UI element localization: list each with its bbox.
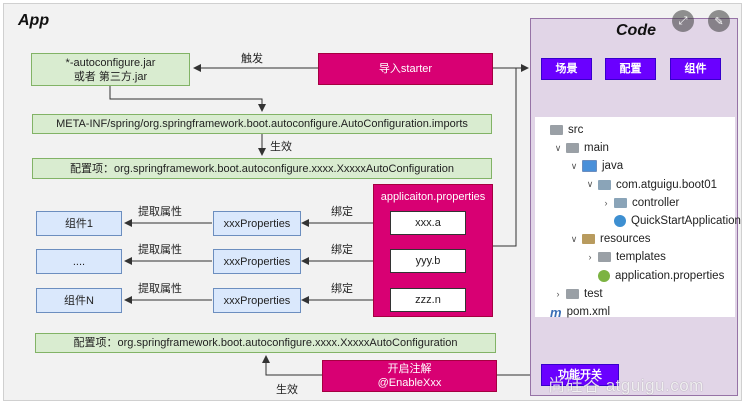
config-button[interactable]: 配置 — [605, 58, 656, 80]
folder-icon — [614, 197, 627, 208]
folder-icon — [598, 252, 611, 263]
effect-arrow-bottom — [262, 355, 322, 376]
xxx-properties-1: xxxProperties — [213, 211, 301, 236]
folder-icon — [566, 143, 579, 154]
maven-icon: m — [550, 304, 562, 320]
import-starter-node: 导入starter — [318, 53, 493, 85]
bind-label-3: 绑定 — [331, 283, 353, 295]
take-effect-label-top: 生效 — [270, 141, 292, 153]
extract-label-1: 提取属性 — [138, 206, 182, 218]
tree-item-label: application.properties — [615, 269, 725, 282]
tree-item-templates[interactable]: › templates — [585, 248, 666, 266]
tree-item-label: resources — [600, 233, 651, 246]
prop-key-1: xxx.a — [390, 211, 466, 235]
tree-item-label: controller — [632, 196, 680, 209]
xxx-properties-2: xxxProperties — [213, 249, 301, 274]
tree-item-label: java — [602, 160, 624, 173]
properties-file-icon — [598, 269, 610, 282]
tree-item-label: main — [584, 142, 609, 155]
tree-item-com-atguigu-boot01[interactable]: ∨ com.atguigu.boot01 — [585, 176, 717, 194]
component-button[interactable]: 组件 — [670, 58, 721, 80]
chevron-icon[interactable]: ∨ — [586, 179, 594, 190]
tree-item-main[interactable]: ∨ main — [553, 139, 609, 157]
folder-icon — [566, 288, 579, 299]
component-n: 组件N — [36, 288, 122, 313]
tree-item-resources[interactable]: ∨ resources — [569, 230, 651, 248]
extract-label-3: 提取属性 — [138, 283, 182, 295]
tree-item-label: QuickStartApplication — [631, 215, 741, 227]
imports-file-node: META-INF/spring/org.springframework.boot… — [32, 114, 492, 134]
chevron-icon[interactable]: ∨ — [570, 233, 578, 244]
tree-item-label: test — [584, 287, 603, 300]
application-properties-title: applicaiton.properties — [380, 191, 486, 203]
take-effect-label-bottom: 生效 — [276, 384, 298, 396]
folder-icon — [582, 234, 595, 245]
tree-item-quickstartapplication[interactable]: QuickStartApplication — [601, 212, 741, 230]
watermark: 尚硅谷 atguigu.com — [548, 376, 704, 395]
code-title: Code — [616, 22, 656, 39]
config-item-bottom: 配置项：org.springframework.boot.autoconfigu… — [35, 333, 496, 353]
scene-button[interactable]: 场景 — [541, 58, 592, 80]
tree-item-java[interactable]: ∨ java — [569, 157, 623, 175]
app-title: App — [18, 12, 50, 29]
trigger-label: 触发 — [241, 53, 263, 65]
expand-icon[interactable]: ⤢ — [672, 10, 694, 32]
chevron-icon[interactable]: › — [604, 197, 608, 208]
autoconfigure-jar-node: *-autoconfigure.jar 或者 第三方.jar — [31, 53, 190, 86]
tree-item-label: com.atguigu.boot01 — [616, 178, 718, 191]
feature-switch-button[interactable]: 功能开关 — [541, 364, 619, 386]
prop-key-3: zzz.n — [390, 288, 466, 312]
tree-item-label: src — [568, 124, 584, 136]
prop-key-2: yyy.b — [390, 249, 466, 273]
properties-to-code-line — [493, 68, 517, 247]
folder-icon — [582, 160, 597, 173]
tree-item-controller[interactable]: › controller — [601, 194, 680, 212]
tree-item-pom-xml[interactable]: m pom.xml — [537, 303, 610, 321]
spring-class-icon — [614, 215, 626, 227]
folder-icon — [550, 125, 563, 135]
tree-item-test[interactable]: › test — [553, 285, 603, 303]
chevron-icon[interactable]: ∨ — [554, 142, 562, 153]
comment-icon[interactable]: ✎ — [708, 10, 730, 32]
tree-item-label: templates — [616, 251, 666, 264]
component-ellipsis: .... — [36, 249, 122, 274]
bind-label-1: 绑定 — [331, 206, 353, 218]
tree-item-src[interactable]: src — [537, 121, 583, 139]
enable-annotation-node: 开启注解 @EnableXxx — [322, 360, 497, 392]
component-1: 组件1 — [36, 211, 122, 236]
imports-arrow — [109, 86, 266, 112]
chevron-icon[interactable]: ∨ — [570, 160, 578, 171]
bind-label-2: 绑定 — [331, 244, 353, 256]
config-item-top: 配置项：org.springframework.boot.autoconfigu… — [32, 158, 492, 179]
xxx-properties-3: xxxProperties — [213, 288, 301, 313]
tree-item-application-properties[interactable]: application.properties — [585, 267, 724, 285]
extract-label-2: 提取属性 — [138, 244, 182, 256]
folder-icon — [598, 179, 611, 190]
chevron-icon[interactable]: › — [588, 252, 592, 263]
chevron-icon[interactable]: › — [556, 288, 560, 299]
tree-item-label: pom.xml — [566, 306, 611, 318]
